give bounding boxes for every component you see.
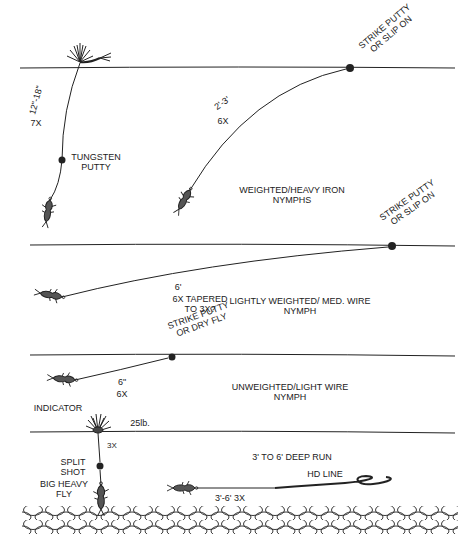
deep-nymph bbox=[167, 481, 198, 495]
note-label: 6' bbox=[171, 282, 185, 292]
note-label: STRIKE PUTTY OR SLIP ON bbox=[355, 0, 422, 61]
dry-fly bbox=[67, 43, 111, 62]
note-label: 25lb. bbox=[125, 418, 155, 428]
tippet bbox=[50, 63, 80, 200]
note-label: HD LINE bbox=[303, 469, 347, 479]
tapered-leader bbox=[62, 247, 388, 297]
heavy-nymph bbox=[38, 196, 57, 229]
strike-putty bbox=[346, 64, 354, 72]
note-label: 2'-3' bbox=[207, 90, 238, 116]
riverbed bbox=[22, 506, 458, 534]
medium-nymph bbox=[33, 285, 66, 304]
note-label: TUNGSTEN PUTTY bbox=[69, 152, 123, 173]
strike-putty bbox=[388, 242, 396, 250]
note-label: STRIKE PUTTY OR SLIP ON bbox=[375, 176, 444, 233]
note-label: 7X bbox=[26, 118, 46, 128]
note-label: SPLIT SHOT bbox=[56, 457, 90, 478]
note-label: 12"-18" bbox=[25, 78, 46, 123]
split-shot bbox=[97, 463, 104, 470]
note-label: WEIGHTED/HEAVY IRON NYMPHS bbox=[232, 185, 352, 206]
tippet bbox=[75, 358, 168, 380]
note-label: 3X bbox=[105, 441, 119, 450]
indicator bbox=[86, 414, 111, 433]
note-label: 6X bbox=[114, 389, 130, 399]
note-label: 3' TO 6' DEEP RUN bbox=[242, 452, 342, 462]
note-label: UNWEIGHTED/LIGHT WIRE NYMPH bbox=[228, 382, 352, 403]
note-label: 3'-6' 3X bbox=[207, 493, 253, 503]
light-nymph bbox=[46, 371, 78, 388]
water-surface bbox=[20, 67, 455, 68]
tungsten-putty bbox=[59, 157, 66, 164]
note-label: 6X bbox=[215, 116, 231, 126]
heavy-nymph bbox=[170, 184, 198, 218]
water-surface bbox=[30, 354, 455, 356]
note-label: INDICATOR bbox=[28, 403, 88, 413]
note-label: BIG HEAVY FLY bbox=[39, 479, 89, 500]
strike-putty bbox=[169, 354, 176, 361]
leader bbox=[196, 488, 275, 489]
tippet bbox=[190, 69, 346, 190]
tippet bbox=[98, 433, 101, 485]
note-label: LIGHTLY WEIGHTED/ MED. WIRE NYMPH bbox=[225, 296, 375, 317]
note-label: 6" bbox=[115, 377, 129, 387]
